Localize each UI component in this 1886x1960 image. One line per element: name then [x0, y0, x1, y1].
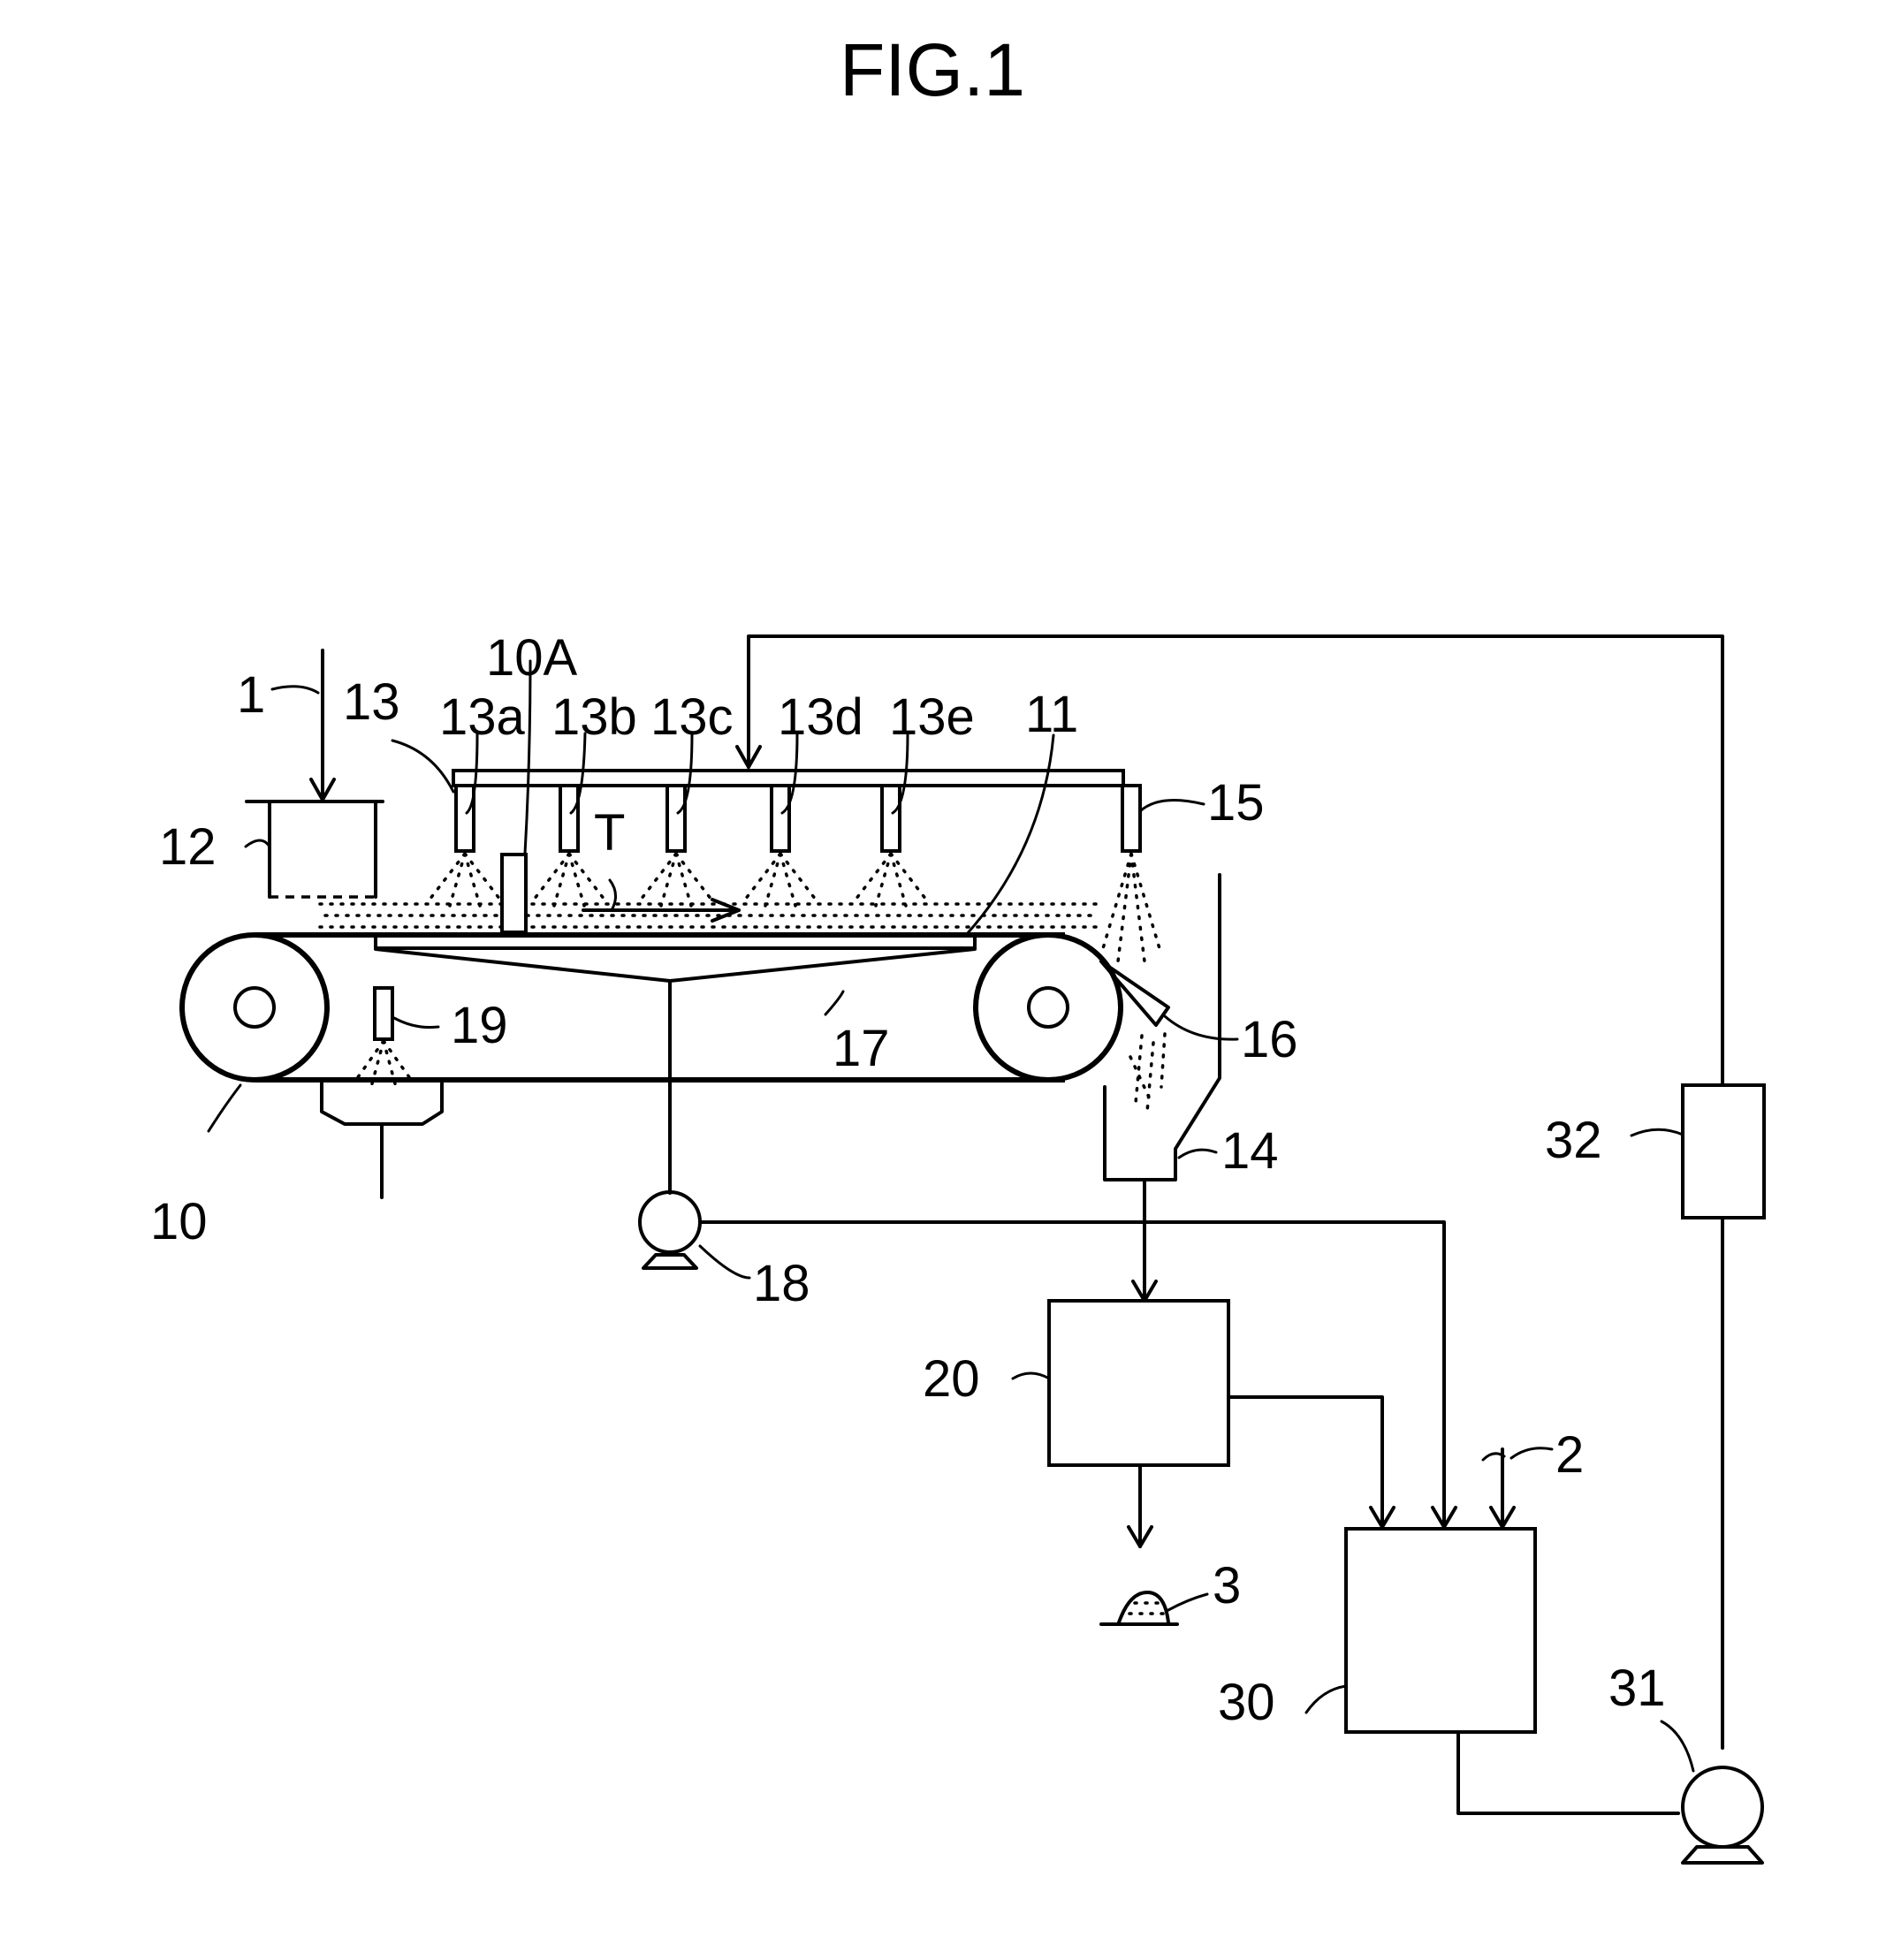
tank-to-pump31-line — [1458, 1732, 1678, 1813]
nozzle-13c-body — [667, 786, 685, 851]
label-11: 11 — [1025, 686, 1078, 743]
label-2: 2 — [1555, 1426, 1584, 1484]
label-13c: 13c — [650, 688, 734, 746]
separator-to-tank-line — [1228, 1397, 1394, 1527]
label-20: 20 — [923, 1350, 980, 1408]
label-30: 30 — [1218, 1674, 1275, 1731]
label-18: 18 — [753, 1255, 810, 1312]
travel-arrow-T — [583, 880, 739, 921]
label-14: 14 — [1221, 1122, 1279, 1180]
label-13b: 13b — [551, 688, 637, 746]
scraper-16 — [1101, 961, 1168, 1112]
label-15: 15 — [1207, 774, 1265, 832]
label-16: 16 — [1241, 1011, 1298, 1068]
separator-output-line — [1129, 1465, 1152, 1546]
separator-20-box — [1049, 1301, 1228, 1465]
label-1: 1 — [237, 666, 265, 724]
tank-30-box — [1346, 1529, 1535, 1732]
label-19: 19 — [451, 997, 508, 1054]
label-17: 17 — [833, 1020, 890, 1077]
label-3: 3 — [1213, 1557, 1241, 1614]
label-10: 10 — [150, 1193, 208, 1250]
figure-title: FIG.1 — [840, 28, 1025, 111]
chute-14 — [1105, 875, 1220, 1180]
product-pile-3 — [1101, 1592, 1177, 1624]
label-10A: 10A — [486, 629, 578, 687]
label-13e: 13e — [889, 688, 975, 746]
nozzle-13b-body — [560, 786, 578, 851]
label-13d: 13d — [778, 688, 863, 746]
wash-nozzle-19 — [322, 988, 442, 1197]
nozzle-15-body — [1122, 786, 1140, 851]
chute-to-separator-line — [1133, 1180, 1156, 1301]
nozzle-13a-body — [456, 786, 474, 851]
belt-11 — [376, 936, 975, 948]
unit-32-box — [1683, 1085, 1764, 1218]
pump-18 — [640, 1192, 700, 1268]
label-31: 31 — [1608, 1660, 1666, 1717]
label-12: 12 — [159, 818, 217, 876]
spray-header — [453, 771, 1123, 786]
spray-nozzles — [456, 786, 1140, 851]
label-13a: 13a — [439, 688, 526, 746]
label-32: 32 — [1545, 1112, 1602, 1169]
nozzle-13d-body — [772, 786, 789, 851]
hopper-12 — [247, 801, 383, 897]
dam-10A — [502, 855, 526, 932]
label-13: 13 — [343, 673, 400, 731]
belt-conveyor — [182, 935, 1121, 1080]
label-T: T — [594, 804, 625, 862]
feed-arrow-1 — [311, 650, 334, 800]
input-arrow-2 — [1491, 1449, 1514, 1527]
material-layer — [320, 904, 1096, 927]
nozzle-13e-body — [882, 786, 900, 851]
pump-31 — [1683, 1767, 1762, 1863]
